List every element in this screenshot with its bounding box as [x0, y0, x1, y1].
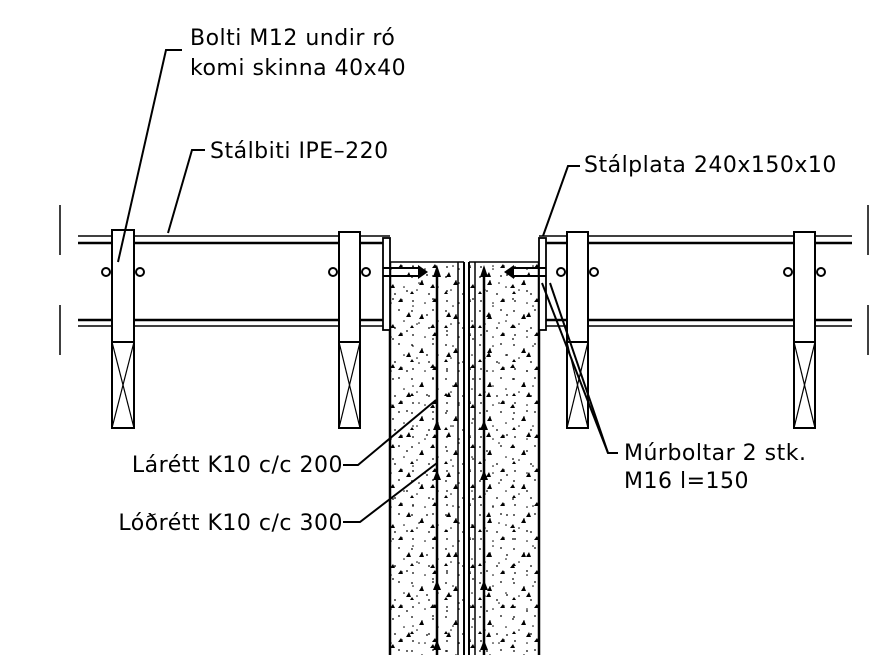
anchor-bolt-right	[504, 265, 546, 279]
bolt-label-line2: komi skinna 40x40	[190, 56, 406, 81]
leader-lines	[117, 49, 618, 523]
steel-beam-label: Stálbiti IPE–220	[210, 139, 389, 164]
timber-post-4	[783, 231, 826, 429]
anchor-bolt-left	[383, 265, 428, 279]
vertical-rebar-label: Lóðrétt K10 c/c 300	[118, 511, 343, 536]
bolt-label-line1: Bolti M12 undir ró	[190, 26, 395, 51]
steel-beam-top	[78, 235, 852, 245]
anchor-bolt-label-line1: Múrboltar 2 stk.	[624, 441, 806, 466]
steel-plate-label: Stálplata 240x150x10	[584, 153, 837, 178]
anchor-bolt-label-line2: M16 l=150	[624, 469, 749, 494]
vertical-rebars	[433, 265, 488, 655]
timber-post-3	[556, 231, 599, 429]
steel-plate-left	[382, 237, 391, 331]
horizontal-rebar-label: Lárétt K10 c/c 200	[132, 453, 343, 478]
break-lines	[59, 205, 869, 355]
timber-post-2	[328, 231, 371, 429]
timber-post-1	[101, 229, 145, 429]
concrete-wall	[388, 261, 541, 655]
